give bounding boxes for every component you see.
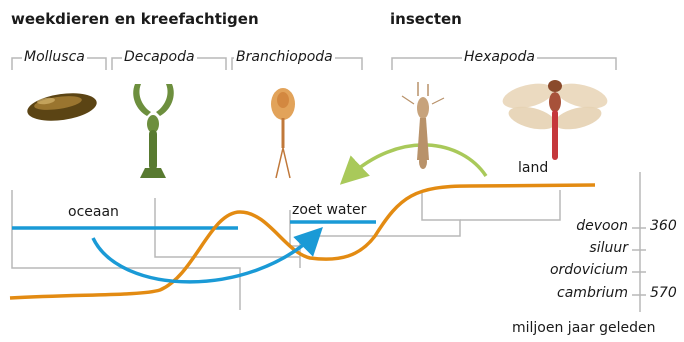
taxon-decapoda-label: Decapoda	[122, 49, 197, 65]
land-label: land	[518, 160, 548, 176]
period-devonian-label: devoon	[576, 218, 628, 234]
mussel-icon	[26, 89, 99, 124]
ocean-label: oceaan	[68, 204, 119, 220]
taxon-hexapoda-label: Hexapoda	[462, 49, 537, 65]
time-unit-label: miljoen jaar geleden	[512, 320, 655, 336]
period-silurian-label: siluur	[589, 240, 628, 256]
freshwater-label: zoet water	[292, 202, 366, 218]
age-360-label: 360	[650, 218, 677, 234]
land-to-water-arrow	[345, 145, 486, 180]
timeline-axis	[632, 172, 646, 312]
dragonfly-icon	[500, 79, 610, 160]
tadpole-shrimp-icon	[271, 88, 295, 178]
crayfish-icon	[133, 84, 174, 178]
period-ordovician-label: ordovicium	[550, 262, 628, 278]
age-570-label: 570	[650, 285, 677, 301]
taxon-mollusca-label: Mollusca	[22, 49, 87, 65]
taxon-branchiopoda-label: Branchiopoda	[234, 49, 335, 65]
mayfly-larva-icon	[402, 82, 444, 169]
period-cambrian-label: cambrium	[557, 285, 628, 301]
